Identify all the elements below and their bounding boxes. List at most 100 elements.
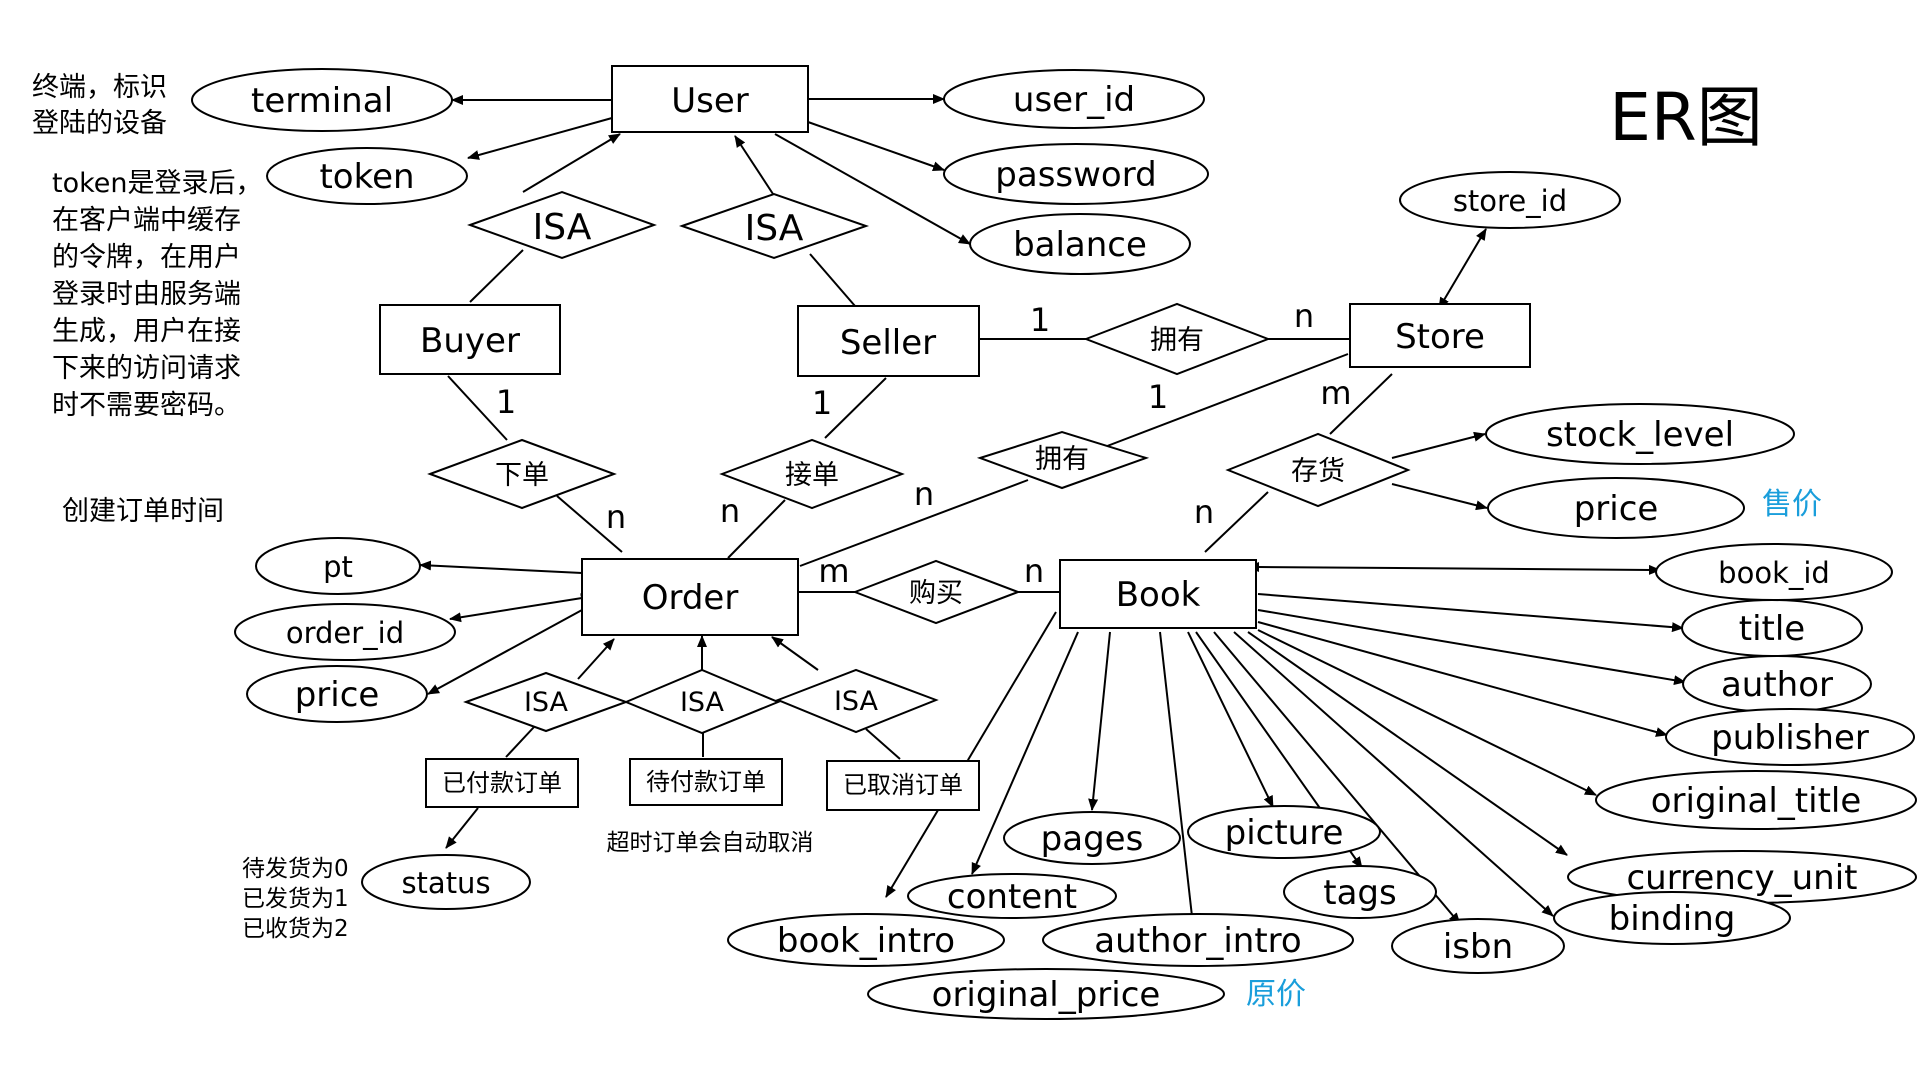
cardinality-order-purchase: m <box>818 552 849 590</box>
svg-text:待付款订单: 待付款订单 <box>646 768 766 796</box>
svg-text:pt: pt <box>323 550 353 584</box>
svg-text:待发货为0: 待发货为0 <box>242 856 349 882</box>
entity-cancelled-order: 已取消订单 <box>826 760 980 811</box>
entity-seller: Seller <box>797 305 980 377</box>
svg-text:下来的访问请求: 下来的访问请求 <box>52 353 241 384</box>
svg-text:User: User <box>671 81 749 121</box>
attribute-token: token <box>266 147 468 205</box>
svg-text:token是登录后，: token是登录后， <box>52 168 263 199</box>
relationship-isa-buyer: ISA <box>467 190 657 260</box>
svg-text:ISA: ISA <box>533 207 592 248</box>
cardinality-book-purchase: n <box>1024 552 1044 590</box>
attribute-user-id: user_id <box>943 69 1205 129</box>
attribute-title: title <box>1681 599 1863 657</box>
attribute-status: status <box>361 854 531 910</box>
svg-text:Seller: Seller <box>840 323 936 363</box>
svg-text:拥有: 拥有 <box>1150 325 1204 356</box>
pt-note: 创建订单时间 <box>62 496 224 527</box>
attribute-book-intro: book_intro <box>727 913 1005 967</box>
relationship-place-order: 下单 <box>427 438 617 510</box>
svg-text:时不需要密码。: 时不需要密码。 <box>52 390 241 421</box>
cardinality-book-stock: n <box>1194 493 1214 531</box>
sale-price-note: 售价 <box>1762 487 1822 522</box>
attribute-stock-level: stock_level <box>1485 403 1795 465</box>
cardinalities: 1 n 1 n 1 n 1 n m n m n <box>496 297 1352 590</box>
attribute-store-id: store_id <box>1399 171 1621 229</box>
relationship-stock: 存货 <box>1225 432 1411 508</box>
svg-text:balance: balance <box>1013 225 1147 265</box>
cardinality-order-take: n <box>720 492 740 530</box>
svg-text:tags: tags <box>1323 873 1396 913</box>
attribute-picture: picture <box>1187 805 1381 859</box>
svg-text:登陆的设备: 登陆的设备 <box>32 108 167 139</box>
attribute-author-intro: author_intro <box>1042 913 1354 967</box>
entity-user: User <box>611 65 809 133</box>
attribute-tags: tags <box>1283 865 1437 919</box>
entity-paid-order: 已付款订单 <box>425 758 579 808</box>
svg-text:author_intro: author_intro <box>1094 921 1301 961</box>
svg-text:的令牌，在用户: 的令牌，在用户 <box>52 242 241 273</box>
svg-text:status: status <box>401 866 490 900</box>
svg-text:登录时由服务端: 登录时由服务端 <box>52 279 241 310</box>
attribute-store-price: price <box>1487 477 1745 539</box>
cardinality-store-order-store: 1 <box>1148 378 1168 416</box>
svg-text:接单: 接单 <box>785 460 839 491</box>
svg-text:已取消订单: 已取消订单 <box>843 771 963 799</box>
svg-text:购买: 购买 <box>909 578 963 609</box>
svg-text:token: token <box>319 157 414 197</box>
svg-text:stock_level: stock_level <box>1546 415 1734 455</box>
cardinality-order-place: n <box>606 498 626 536</box>
attribute-order-id: order_id <box>234 603 456 661</box>
svg-text:original_title: original_title <box>1651 781 1862 821</box>
svg-text:ISA: ISA <box>834 686 879 717</box>
svg-text:terminal: terminal <box>251 81 393 121</box>
svg-text:Buyer: Buyer <box>420 321 520 361</box>
entity-order: Order <box>581 558 799 636</box>
svg-text:pages: pages <box>1041 819 1144 859</box>
relationship-isa-cancelled: ISA <box>775 668 939 734</box>
attribute-content: content <box>907 873 1117 919</box>
terminal-note: 终端，标识 登陆的设备 <box>32 72 167 139</box>
svg-text:ISA: ISA <box>680 687 725 718</box>
attribute-binding: binding <box>1553 891 1791 945</box>
attribute-pt: pt <box>255 537 421 595</box>
attribute-order-price: price <box>246 665 428 723</box>
attribute-balance: balance <box>969 213 1191 275</box>
attribute-original-title: original_title <box>1595 770 1917 830</box>
timeout-note: 超时订单会自动取消 <box>607 830 814 856</box>
attribute-author: author <box>1682 655 1872 713</box>
entity-pending-order: 待付款订单 <box>629 758 783 806</box>
attribute-password: password <box>943 143 1209 205</box>
svg-text:ISA: ISA <box>524 687 569 718</box>
cardinality-store-stock: m <box>1320 374 1351 412</box>
attribute-isbn: isbn <box>1391 918 1565 974</box>
relationship-store-order: 拥有 <box>976 430 1150 490</box>
svg-text:content: content <box>947 877 1077 917</box>
relationship-isa-pending: ISA <box>623 668 781 735</box>
svg-text:Book: Book <box>1116 575 1201 615</box>
svg-text:已发货为1: 已发货为1 <box>242 886 349 912</box>
svg-text:下单: 下单 <box>495 460 549 491</box>
svg-text:已付款订单: 已付款订单 <box>442 769 562 797</box>
entity-book: Book <box>1059 559 1257 629</box>
relationship-own-store: 拥有 <box>1083 302 1271 376</box>
svg-text:ISA: ISA <box>745 208 804 249</box>
svg-text:终端，标识: 终端，标识 <box>32 72 167 103</box>
svg-text:存货: 存货 <box>1291 456 1345 487</box>
attribute-pages: pages <box>1003 811 1181 865</box>
attribute-terminal: terminal <box>191 68 453 132</box>
relationship-purchase: 购买 <box>852 559 1021 625</box>
original-price-note: 原价 <box>1246 977 1306 1012</box>
cardinality-seller-own: 1 <box>1030 301 1050 339</box>
status-note: 待发货为0 已发货为1 已收货为2 <box>242 856 349 942</box>
token-note: token是登录后， 在客户端中缓存 的令牌，在用户 登录时由服务端 生成，用户… <box>52 168 263 421</box>
svg-text:binding: binding <box>1609 899 1736 939</box>
entity-buyer: Buyer <box>379 304 561 375</box>
svg-text:生成，用户在接: 生成，用户在接 <box>52 316 241 347</box>
svg-text:store_id: store_id <box>1453 184 1567 218</box>
connectors <box>419 94 1686 944</box>
diagram-title: ER图 <box>1609 79 1763 156</box>
svg-text:isbn: isbn <box>1443 927 1513 967</box>
svg-text:password: password <box>995 155 1156 195</box>
